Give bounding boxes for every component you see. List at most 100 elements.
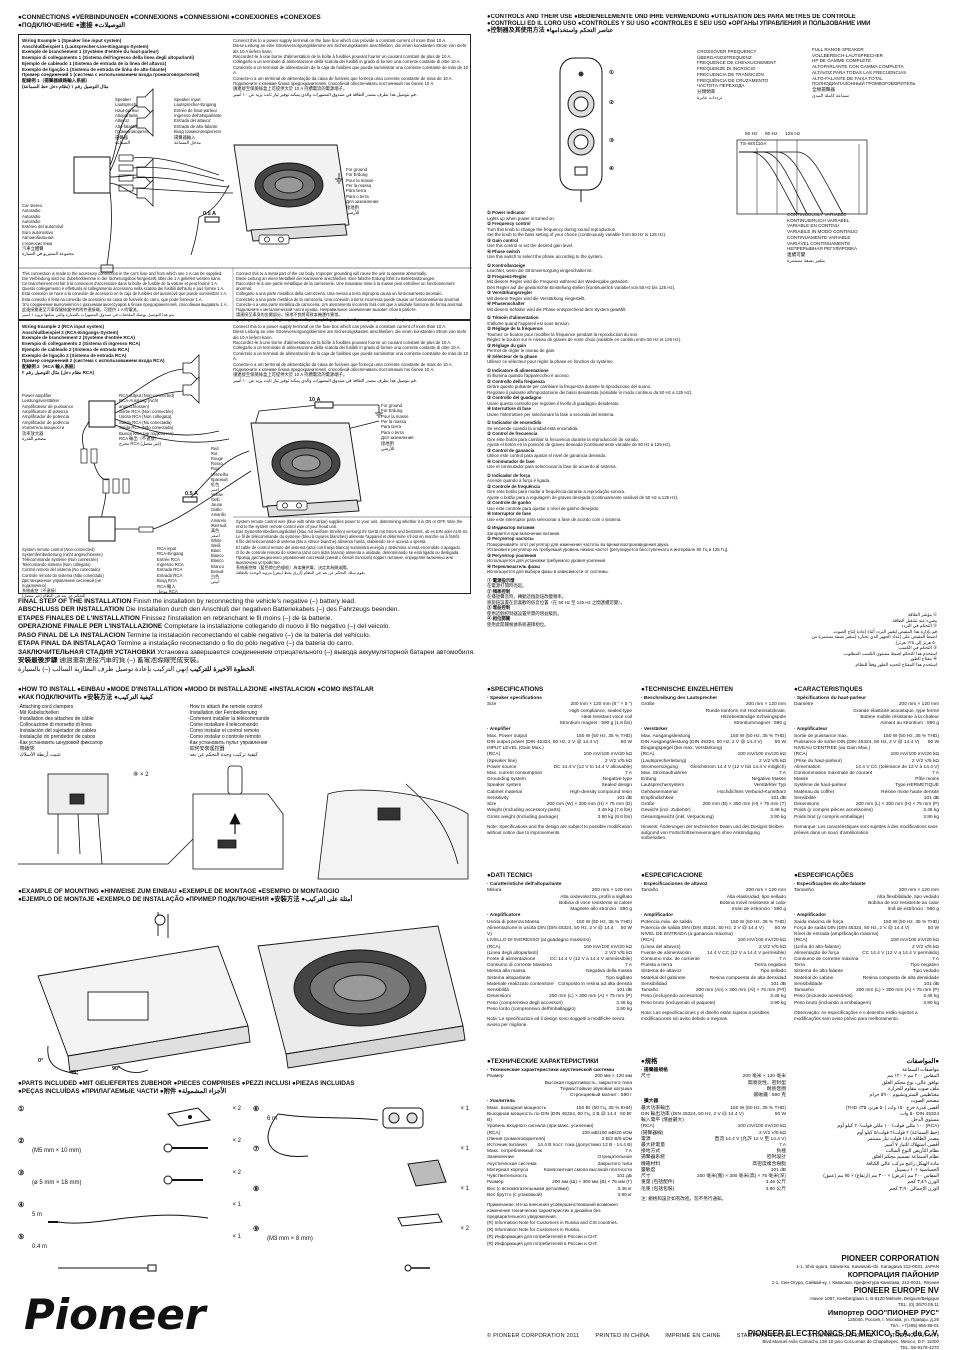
spec-row: (Speaker line)2 V/2 V/5 kΩ [487, 759, 632, 765]
part-quantity: × 2 [460, 1226, 469, 1232]
spec-value: Heat resistant voice coil [581, 714, 632, 720]
rca-input-label: RCA input [157, 546, 177, 551]
control-callout-4: ④ [609, 166, 614, 172]
final-step-title: PASO FINAL DE LA INSTALACIÓN [18, 631, 126, 639]
spec-value: 200 mm × 120 mm (8 ″ × 5 ″) [570, 702, 632, 708]
spec-value: 100 mV/100 mV/20 kΩ [737, 1124, 786, 1130]
spec-row: (揚聲器線)2 V/2 V/5 kΩ [641, 1131, 786, 1137]
spec-label: Tamanho [794, 888, 814, 894]
crossover-label: CROSSOVER FREQUENCY [697, 49, 757, 54]
spec-label: Puissance de sortie DIN (DIN 45324, 50 H… [794, 739, 920, 745]
spec-label: Consommation maximale de courant [794, 770, 873, 776]
controls-line: ③ Controle de ganho [487, 500, 531, 505]
install-section: ●HOW TO INSTALL ●EINBAU ●MODE D'INSTALLA… [18, 686, 471, 886]
ground-label: للأرضي [346, 209, 360, 215]
spec-line: نظام السماعة تصميم محكم الغلق [872, 1155, 939, 1161]
spec-row: Высокая податливость, закрытого типа [487, 1081, 632, 1087]
spec-label: 尺寸 [641, 1074, 651, 1080]
wiring1-title-line: Exemplo de ligação 1 (Sistema de entrada… [22, 66, 167, 72]
wiring2-fuse-05a [182, 496, 198, 503]
spec-value: Композитная смола высокой плотности [543, 1167, 632, 1173]
spec-espanol: ●ESPECIFICACIONE· Especificaciones de al… [641, 872, 786, 1021]
spec-label: Diamètre [794, 702, 814, 708]
ground-label: Para o terra [381, 429, 404, 435]
power-amp-label: 功率放大器 [22, 430, 44, 436]
spec-value: 密封設計 [766, 1155, 786, 1161]
controls-line: ④ Переключатель фазы [487, 563, 541, 569]
spec-label: Sensibilidad [641, 981, 667, 987]
spec-value: 7 A [625, 963, 632, 969]
spec-row: (Lautsprecherleitung)2 V/2 V/5 kΩ [641, 759, 786, 765]
controls-line: Turn this knob to change the frequency d… [487, 226, 617, 232]
wiring1-note-line: قم بتوصيل هذا بطرف مصدر الطاقة في صندوق … [233, 91, 417, 97]
wire-color-label: Gelb [211, 497, 220, 503]
ground-label: For ground [346, 167, 368, 172]
spec-value: Strontium magnet : 590 g (1.8 lbs) [559, 721, 632, 727]
spec-note: Remarque: Les caractéristiques sont suje… [794, 823, 938, 835]
controls-arabic-line: ① مؤشر الطاقة [907, 612, 937, 617]
spec-label: Sistema de altavoz [641, 969, 682, 975]
wire-color-label: White [211, 537, 222, 543]
crossover-label: ЧАСТОТА ПЕРЕХОДА [697, 83, 745, 89]
spec-value: 3.90 kg (8.6 lbs) [597, 814, 632, 820]
company-line: 1-1, Син-Огура, Сайвай-ку, г. Кавасаки, … [771, 1279, 939, 1285]
spec-row: Sortie de puissance max.150 W (50 Hz, 35… [794, 734, 939, 740]
car-stereo-label: Автомобильная [22, 235, 54, 241]
ground-label: Для заземления [381, 435, 414, 441]
wire-color-label: Blanco [211, 558, 224, 564]
controls-line: Ajuste el botón en la posición de graves… [487, 442, 672, 447]
spec-value: Sealed design [601, 783, 632, 789]
spec-value: Aimant au strontium : 590 g [880, 721, 939, 727]
spec-value: 3.46 kg [770, 994, 786, 1000]
freq-tick-50: 50 Hz [745, 132, 758, 137]
part-quantity: × 1 [232, 1234, 241, 1240]
spec-value: 3.46 kg [770, 808, 786, 814]
spec-label: Empfindlichkeit [641, 795, 674, 801]
wiring2-note-line: قم بتوصيل هذا بطرف مصدر الطاقة في صندوق … [233, 377, 417, 383]
final-step-line: OPERAZIONE FINALE PER L'INSTALLAZIONE Co… [18, 623, 488, 631]
controls-line: Mit diesem Regler wird die Verstärkung e… [487, 295, 586, 301]
spec-value: 3.90 kg [770, 1000, 786, 1006]
wiring2-title-line: Exemplo de ligação 2 (Sistema de entrada… [22, 352, 127, 358]
spec-value: 200 mm × 120 mm [745, 888, 786, 894]
spec-label: Peso (comprensivo degli accessori) [487, 1000, 563, 1006]
rca-output-label: Sortie RCA (Non connectée) [119, 409, 174, 415]
spec-label: · Amplificador [641, 913, 674, 919]
spec-label: Sistema altoparlante [487, 975, 531, 981]
part-description: (M3 mm × 8 mm) [267, 1236, 313, 1242]
spec-row: Imán de estroncio : 590 g [641, 907, 786, 913]
spec-row: (RCA)100 мВ/100 мВ/20 кОм [487, 1131, 632, 1137]
spec-label: (Linha do alto-falante) [794, 944, 841, 950]
wire-color-label: أصفر [211, 532, 220, 538]
mounting-illustration [37, 912, 466, 1075]
spec-value: 150 W (50 Hz, 35 % THD) [576, 919, 632, 925]
car-stereo-label: Autoradio [22, 208, 41, 214]
spec-label: Peso bruto (incluindo a embalagem) [794, 1000, 872, 1006]
cord-clamper-list-item: ·Instalação do prendedor de cabos [18, 734, 96, 740]
spec-label: (Speaker line) [487, 758, 517, 764]
controls-arabic-line: يضيء عند تشغيل الطاقة. [891, 617, 937, 623]
spec-row: Hitzebeständige Schwingspule [641, 715, 786, 721]
spec-row: · Especificaciones de altavoz [641, 882, 786, 888]
spec-row: Força de saída DIN (DIN 45324, 50 Hz, 2 … [794, 926, 939, 932]
spec-line: الوزن الإجمالي ٣٫٩٠ كجم [889, 1186, 939, 1192]
spec-value: 101 dB [770, 1167, 786, 1173]
rca-output-label: RCA-Ausgang (nicht angeschlossen) [119, 398, 159, 409]
wire-color-label: Белый [211, 568, 224, 574]
rca-output-label: RCA output (Non-connected) [119, 393, 175, 398]
spec-value: Negative type [602, 777, 632, 783]
controls-line: Mit diesem Schalter wird die Phase entsp… [487, 306, 627, 312]
